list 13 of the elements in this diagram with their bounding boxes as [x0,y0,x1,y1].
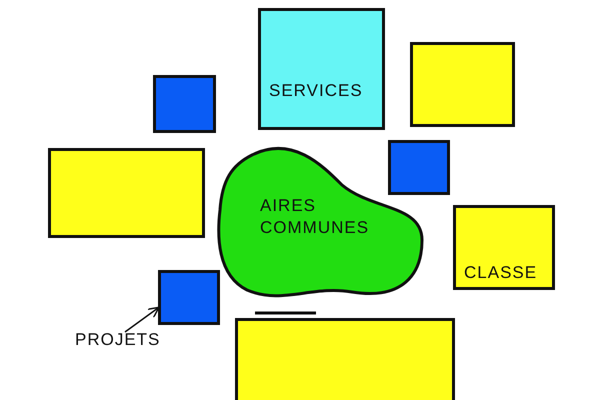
callout-text: PROJETS [75,330,160,350]
room-name: CLASSE [464,263,538,283]
small-room [388,140,450,195]
leader-arrow [124,306,160,333]
classe-room [453,205,555,290]
room [235,318,455,400]
room [48,148,205,238]
room-name: SERVICES [269,81,363,101]
room-name: AIRES COMMUNES [260,195,370,239]
services-room [258,8,385,130]
small-room [153,75,216,133]
room [410,42,515,127]
small-room [158,270,220,325]
